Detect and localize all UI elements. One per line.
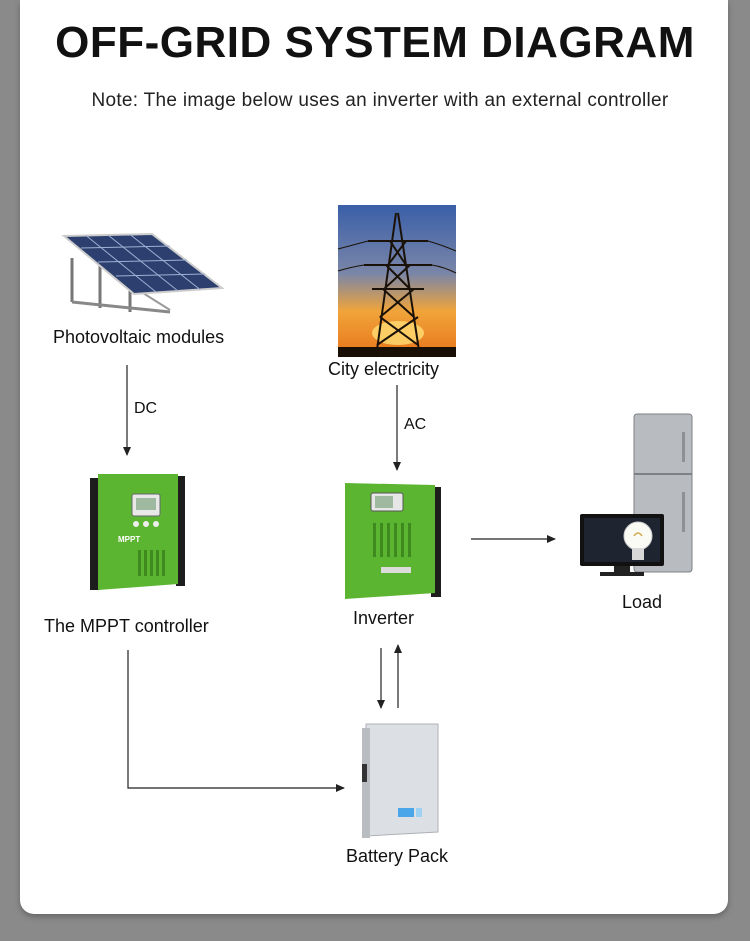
label-battery-pack: Battery Pack — [346, 846, 449, 866]
inverter-image — [345, 483, 441, 599]
power-pylon-image — [337, 205, 457, 358]
label-photovoltaic-modules: Photovoltaic modules — [53, 327, 225, 347]
edge-label-ac: AC — [404, 416, 427, 433]
label-city-electricity: City electricity — [328, 359, 440, 379]
label-mppt-controller: The MPPT controller — [44, 616, 209, 636]
page-title: OFF-GRID SYSTEM DIAGRAM — [55, 18, 695, 67]
label-load: Load — [622, 592, 663, 612]
mppt-controller-image: MPPT — [90, 474, 185, 590]
edge-label-dc: DC — [134, 400, 158, 417]
arrow-mppt-to-battery — [127, 650, 345, 792]
battery-pack-image — [362, 723, 439, 838]
mppt-brand-text: MPPT — [118, 535, 140, 544]
page-note: Note: The image below uses an inverter w… — [91, 90, 669, 111]
label-inverter: Inverter — [353, 608, 415, 628]
solar-panel-image — [61, 232, 225, 314]
load-appliances-image — [580, 413, 693, 576]
